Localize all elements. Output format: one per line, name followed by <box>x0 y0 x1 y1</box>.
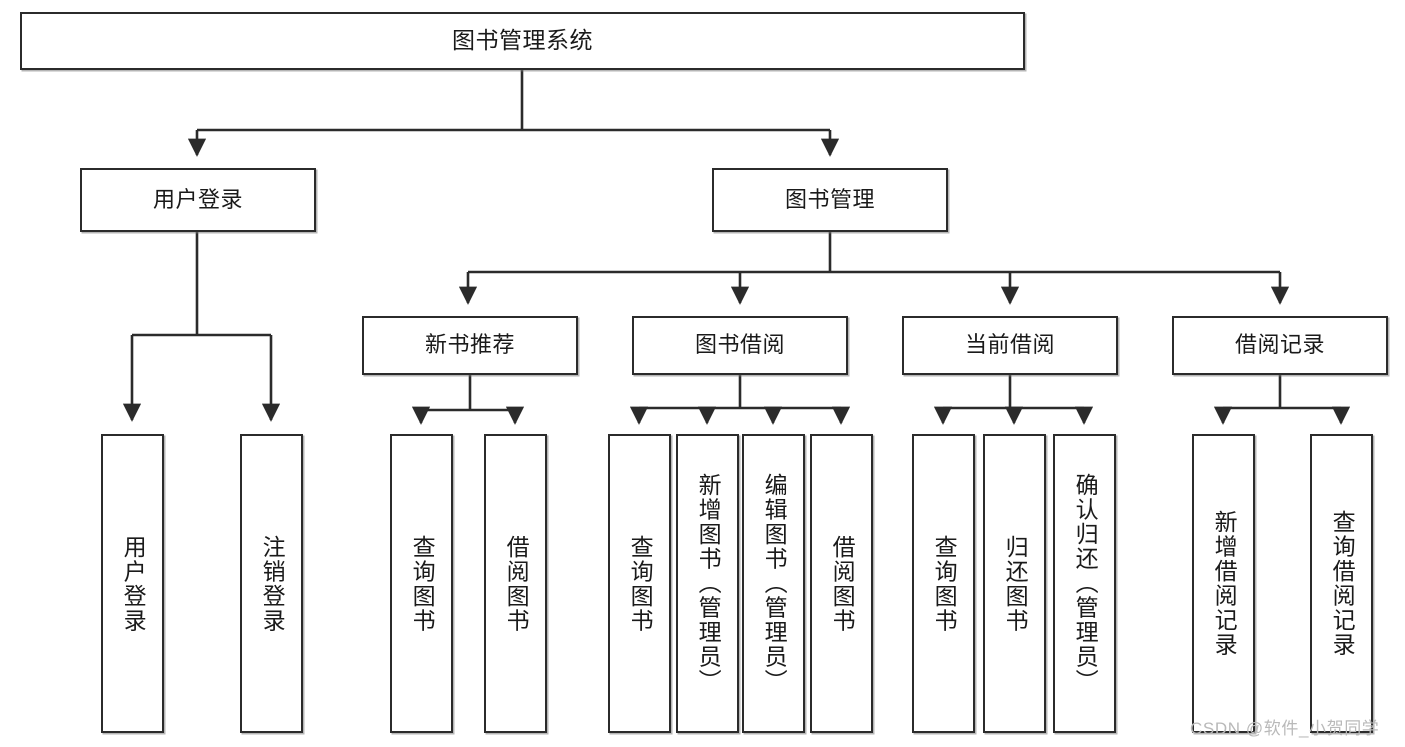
leaf-borrow-edit-book-admin[interactable]: 编辑图书（管理员） <box>742 434 805 733</box>
leaf-record-query-record[interactable]: 查询借阅记录 <box>1310 434 1373 733</box>
node-borrow-record[interactable]: 借阅记录 <box>1172 316 1388 375</box>
node-label: 图书管理系统 <box>452 27 593 54</box>
node-label: 查询借阅记录 <box>1329 510 1356 657</box>
leaf-current-return-book[interactable]: 归还图书 <box>983 434 1046 733</box>
node-label: 新书推荐 <box>424 332 515 358</box>
node-label: 查询图书 <box>409 534 436 633</box>
leaf-current-confirm-return-admin[interactable]: 确认归还（管理员） <box>1053 434 1116 733</box>
node-label: 用户登录 <box>152 186 243 212</box>
node-label: 用户登录 <box>120 534 147 633</box>
node-label: 注销登录 <box>259 534 286 633</box>
node-label: 当前借阅 <box>964 332 1055 358</box>
leaf-record-add-record[interactable]: 新增借阅记录 <box>1192 434 1255 733</box>
node-book-borrow[interactable]: 图书借阅 <box>632 316 848 375</box>
node-book-management[interactable]: 图书管理 <box>712 168 948 232</box>
node-label: 借阅图书 <box>829 534 856 633</box>
leaf-borrow-add-book-admin[interactable]: 新增图书（管理员） <box>676 434 739 733</box>
node-label: 图书管理 <box>784 186 875 212</box>
node-label: 新增图书（管理员） <box>695 473 722 694</box>
node-root-system[interactable]: 图书管理系统 <box>20 12 1025 70</box>
leaf-user-login[interactable]: 用户登录 <box>101 434 164 733</box>
leaf-recommend-query-book[interactable]: 查询图书 <box>390 434 453 733</box>
node-label: 归还图书 <box>1002 534 1029 633</box>
csdn-watermark: CSDN @软件_小贺同学 <box>1190 719 1380 738</box>
node-label: 新增借阅记录 <box>1211 510 1238 657</box>
node-label: 查询图书 <box>627 534 654 633</box>
leaf-user-logout[interactable]: 注销登录 <box>240 434 303 733</box>
leaf-recommend-borrow-book[interactable]: 借阅图书 <box>484 434 547 733</box>
node-label: 借阅图书 <box>503 534 530 633</box>
leaf-borrow-borrow-book[interactable]: 借阅图书 <box>810 434 873 733</box>
leaf-current-query-book[interactable]: 查询图书 <box>912 434 975 733</box>
node-label: 查询图书 <box>931 534 958 633</box>
node-new-book-recommend[interactable]: 新书推荐 <box>362 316 578 375</box>
leaf-borrow-query-book[interactable]: 查询图书 <box>608 434 671 733</box>
node-user-login[interactable]: 用户登录 <box>80 168 316 232</box>
node-label: 图书借阅 <box>694 332 785 358</box>
node-current-borrow[interactable]: 当前借阅 <box>902 316 1118 375</box>
node-label: 编辑图书（管理员） <box>761 473 788 694</box>
node-label: 确认归还（管理员） <box>1072 473 1099 694</box>
node-label: 借阅记录 <box>1234 332 1325 358</box>
